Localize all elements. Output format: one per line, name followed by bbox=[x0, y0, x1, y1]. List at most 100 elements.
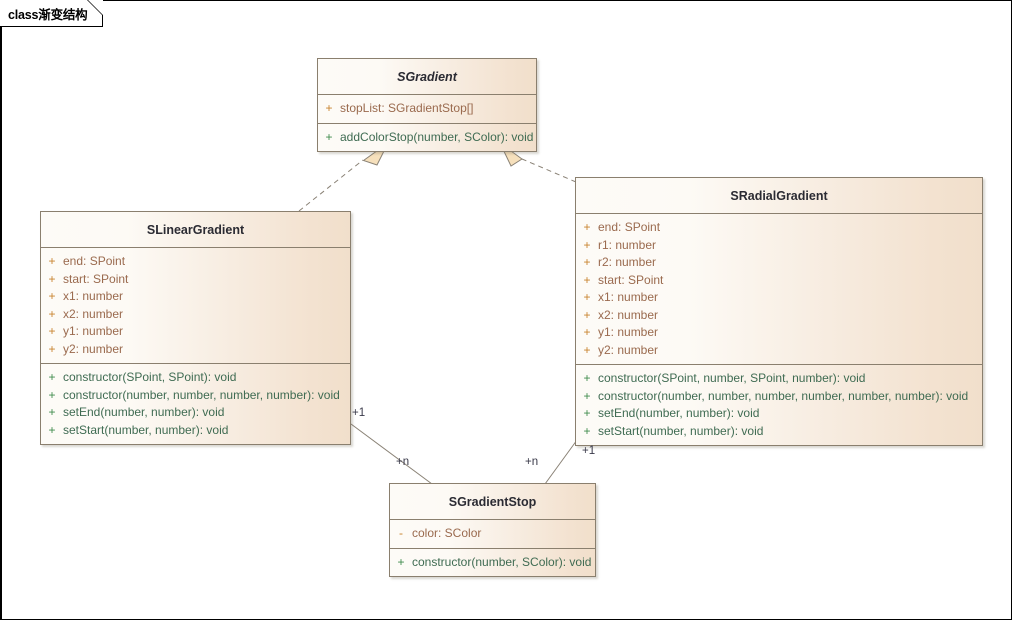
visibility-marker: + bbox=[325, 129, 333, 144]
attribute-row: + y2: number bbox=[41, 341, 350, 359]
attribute-row: + end: SPoint bbox=[576, 219, 982, 237]
operation-row: + addColorStop(number, SColor): void bbox=[318, 129, 536, 147]
visibility-marker: + bbox=[48, 271, 56, 286]
visibility-marker: + bbox=[48, 422, 56, 437]
frame-label-text: class渐变结构 bbox=[8, 8, 88, 22]
class-attributes-sgradientstop: - color: SColor bbox=[390, 520, 595, 549]
visibility-marker: + bbox=[583, 406, 591, 420]
visibility-marker: + bbox=[48, 306, 56, 321]
member-signature: x2: number bbox=[598, 307, 659, 322]
visibility-marker: + bbox=[583, 423, 591, 438]
visibility-marker: + bbox=[583, 255, 591, 269]
visibility-marker: + bbox=[583, 371, 591, 385]
frame-label-background bbox=[0, 0, 102, 26]
visibility-marker: + bbox=[583, 272, 591, 287]
member-signature: color: SColor bbox=[412, 526, 482, 540]
attribute-row: + x1: number bbox=[41, 288, 350, 306]
multiplicity-linear-one: +1 bbox=[352, 407, 366, 419]
member-signature: constructor(SPoint, number, SPoint, numb… bbox=[598, 371, 866, 385]
member-signature: constructor(number, SColor): void bbox=[412, 554, 592, 569]
class-operations-sgradientstop: + constructor(number, SColor): void bbox=[390, 549, 595, 577]
attribute-row: + y1: number bbox=[576, 324, 982, 342]
visibility-marker: + bbox=[583, 325, 591, 339]
visibility-marker: + bbox=[397, 554, 405, 569]
class-attributes-slineargradient: + end: SPoint + start: SPoint + x1: numb… bbox=[41, 248, 350, 364]
visibility-marker: + bbox=[583, 237, 591, 252]
attribute-row: + r1: number bbox=[576, 237, 982, 255]
member-signature: addColorStop(number, SColor): void bbox=[340, 129, 534, 144]
member-signature: y2: number bbox=[598, 342, 659, 357]
attribute-row: + x2: number bbox=[576, 307, 982, 325]
attribute-row: + x2: number bbox=[41, 306, 350, 324]
operation-row: + constructor(SPoint, number, SPoint, nu… bbox=[576, 370, 982, 388]
visibility-marker: + bbox=[583, 307, 591, 322]
member-signature: y1: number bbox=[598, 325, 659, 339]
frame-label-tab: class渐变结构 bbox=[0, 0, 103, 27]
visibility-marker: + bbox=[48, 324, 56, 338]
attribute-row: + y2: number bbox=[576, 342, 982, 360]
visibility-marker: + bbox=[48, 341, 56, 356]
attribute-row: - color: SColor bbox=[390, 525, 595, 543]
class-box-sgradientstop[interactable]: SGradientStop - color: SColor + construc… bbox=[389, 483, 596, 577]
member-signature: start: SPoint bbox=[63, 271, 129, 286]
visibility-marker: + bbox=[48, 370, 56, 384]
attribute-row: + stopList: SGradientStop[] bbox=[318, 100, 536, 118]
member-signature: x2: number bbox=[63, 306, 124, 321]
visibility-marker: + bbox=[583, 290, 591, 304]
member-signature: y2: number bbox=[63, 341, 124, 356]
visibility-marker: + bbox=[48, 254, 56, 268]
operation-row: + constructor(number, SColor): void bbox=[390, 554, 595, 572]
class-attributes-sradialgradient: + end: SPoint + r1: number + r2: number … bbox=[576, 214, 982, 365]
member-signature: constructor(number, number, number, numb… bbox=[598, 388, 969, 403]
class-operations-sgradient: + addColorStop(number, SColor): void bbox=[318, 124, 536, 152]
multiplicity-radial-n: +n bbox=[525, 456, 539, 468]
visibility-marker: + bbox=[325, 101, 333, 115]
class-name-sgradient: SGradient bbox=[318, 59, 536, 95]
multiplicity-radial-one: +1 bbox=[582, 445, 596, 457]
member-signature: end: SPoint bbox=[598, 220, 661, 234]
class-box-sgradient[interactable]: SGradient + stopList: SGradientStop[] + … bbox=[317, 58, 537, 152]
operation-row: + setStart(number, number): void bbox=[41, 422, 350, 440]
attribute-row: + start: SPoint bbox=[576, 272, 982, 290]
attribute-row: + end: SPoint bbox=[41, 253, 350, 271]
visibility-marker: + bbox=[48, 387, 56, 402]
member-signature: start: SPoint bbox=[598, 272, 664, 287]
attribute-row: + x1: number bbox=[576, 289, 982, 307]
member-signature: setStart(number, number): void bbox=[63, 422, 229, 437]
class-operations-sradialgradient: + constructor(SPoint, number, SPoint, nu… bbox=[576, 365, 982, 445]
class-attributes-sgradient: + stopList: SGradientStop[] bbox=[318, 95, 536, 124]
member-signature: constructor(number, number, number, numb… bbox=[63, 387, 340, 402]
visibility-marker: + bbox=[583, 342, 591, 357]
member-signature: y1: number bbox=[63, 324, 124, 338]
operation-row: + constructor(number, number, number, nu… bbox=[41, 387, 350, 405]
member-signature: stopList: SGradientStop[] bbox=[340, 101, 474, 115]
class-name-sgradientstop: SGradientStop bbox=[390, 484, 595, 520]
visibility-marker: + bbox=[48, 289, 56, 303]
attribute-row: + r2: number bbox=[576, 254, 982, 272]
attribute-row: + start: SPoint bbox=[41, 271, 350, 289]
operation-row: + setEnd(number, number): void bbox=[576, 405, 982, 423]
class-box-slineargradient[interactable]: SLinearGradient + end: SPoint + start: S… bbox=[40, 211, 351, 445]
member-signature: setStart(number, number): void bbox=[598, 423, 764, 438]
class-operations-slineargradient: + constructor(SPoint, SPoint): void + co… bbox=[41, 364, 350, 444]
member-signature: r2: number bbox=[598, 255, 657, 269]
class-name-slineargradient: SLinearGradient bbox=[41, 212, 350, 248]
member-signature: end: SPoint bbox=[63, 254, 126, 268]
member-signature: r1: number bbox=[598, 237, 657, 252]
operation-row: + setStart(number, number): void bbox=[576, 423, 982, 441]
operation-row: + setEnd(number, number): void bbox=[41, 404, 350, 422]
member-signature: x1: number bbox=[598, 290, 659, 304]
visibility-marker: + bbox=[48, 405, 56, 419]
attribute-row: + y1: number bbox=[41, 323, 350, 341]
member-signature: constructor(SPoint, SPoint): void bbox=[63, 370, 237, 384]
member-signature: x1: number bbox=[63, 289, 124, 303]
class-box-sradialgradient[interactable]: SRadialGradient + end: SPoint + r1: numb… bbox=[575, 177, 983, 446]
visibility-marker: + bbox=[583, 388, 591, 403]
operation-row: + constructor(SPoint, SPoint): void bbox=[41, 369, 350, 387]
visibility-marker: + bbox=[583, 220, 591, 234]
multiplicity-linear-n: +n bbox=[396, 456, 410, 468]
visibility-marker: - bbox=[399, 526, 403, 540]
member-signature: setEnd(number, number): void bbox=[63, 405, 225, 419]
class-name-sradialgradient: SRadialGradient bbox=[576, 178, 982, 214]
operation-row: + constructor(number, number, number, nu… bbox=[576, 388, 982, 406]
